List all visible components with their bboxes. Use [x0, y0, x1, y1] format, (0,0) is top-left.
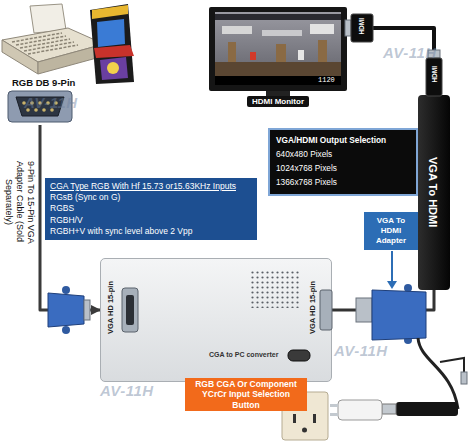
- device-label: CGA to PC converter: [209, 351, 278, 358]
- signal-spec-box: CGA Type RGB With Hf 15.73 or15.63KHz In…: [45, 178, 257, 240]
- arcade-side-art: [100, 57, 128, 80]
- hdmi-plug: [426, 58, 442, 96]
- output-spec-box: VGA/HDMI Output Selection640x480 Pixels1…: [268, 128, 418, 196]
- spec-heading: VGA/HDMI Output Selection: [276, 133, 410, 147]
- game-graphics: [215, 62, 341, 76]
- hdmi-monitor: HDMI Monitor: [205, 6, 351, 110]
- plug-label: HDMI: [358, 18, 365, 35]
- vga-port: [122, 288, 138, 332]
- vga-port: [320, 290, 332, 330]
- game-hud: [215, 76, 341, 85]
- adapter-prong: [330, 404, 338, 407]
- thumb-screw: [62, 286, 70, 294]
- outlet-socket: [293, 414, 296, 423]
- outlet-socket: [302, 428, 307, 433]
- vga-hdmi-dongle: VGA To HDMI: [418, 95, 450, 290]
- game-graphics: [262, 30, 302, 36]
- watermark: AV-11H: [24, 94, 78, 111]
- adapter-callout: VGA To HDMI Adapter: [364, 212, 418, 250]
- thumb-screw: [62, 326, 70, 334]
- usb-plug: [396, 402, 458, 416]
- selection-button: [288, 350, 310, 361]
- game-graphics: [215, 14, 341, 20]
- dongle-label: VGA To HDMI: [427, 157, 439, 227]
- watermark: AV-11H: [334, 342, 388, 359]
- arcade-marquee: [92, 5, 128, 19]
- monitor-screen: [215, 12, 341, 85]
- game-graphics: [276, 44, 286, 62]
- spec-item: RGBH/V: [50, 215, 252, 226]
- arcade-controls: [94, 45, 134, 58]
- leader-line: [391, 251, 393, 282]
- button-callout: RGB CGA Or Component YCrCr Input Selecti…: [185, 378, 307, 411]
- adapter-prong: [330, 413, 338, 416]
- watermark: AV-11H: [383, 44, 437, 61]
- vga-port: [126, 295, 134, 325]
- usb-power-adapter: [338, 400, 382, 420]
- monitor-label: HDMI Monitor: [247, 96, 309, 107]
- plug-label: HDMI: [431, 66, 438, 83]
- connector-label: RGB DB 9-Pin: [12, 77, 75, 88]
- hdmi-plug: [351, 14, 373, 42]
- spec-heading: CGA Type RGB With Hf 15.73 or15.63KHz In…: [50, 181, 252, 192]
- audio-jack: [461, 372, 467, 384]
- power-cable: [418, 338, 458, 409]
- callout-text: VGA To HDMI Adapter: [367, 216, 415, 246]
- edge-label: 9-Pin To 15-Pin VGA Adapter Cable (Sold …: [3, 150, 36, 254]
- vga-plug: [48, 293, 84, 327]
- vga-plug-shell: [356, 298, 372, 322]
- game-score: 1120: [318, 76, 335, 84]
- spec-item: 1366x768 Pixels: [276, 175, 410, 189]
- spec-item: RGBH+V with sync level above 2 Vpp: [50, 226, 252, 237]
- callout-text: RGB CGA Or Component YCrCr Input Selecti…: [189, 379, 303, 411]
- spec-item: 1024x768 Pixels: [276, 161, 410, 175]
- game-graphics: [228, 42, 236, 62]
- game-graphics: [222, 26, 252, 34]
- arcade-cabinet: [90, 4, 134, 84]
- game-graphics: [310, 24, 334, 34]
- game-graphics: [318, 40, 327, 62]
- hdmi-plug-tip: [345, 20, 351, 36]
- watermark: AV-11H: [100, 382, 154, 399]
- game-graphics: [298, 50, 304, 60]
- port-label: VGA HD 15-pin: [106, 281, 115, 334]
- arcade-side-art: [107, 62, 119, 74]
- vga-plug: [372, 290, 426, 340]
- vga-plug-shell: [84, 300, 90, 320]
- computer-monitor: [30, 4, 66, 33]
- keyboard-keys: [12, 33, 78, 54]
- leader-arrowhead: [387, 281, 397, 289]
- spec-item: RGsB (Sync on G): [50, 192, 252, 203]
- spec-item: RGBS: [50, 203, 252, 214]
- arcade-screen: [97, 19, 125, 47]
- speaker-grille: [250, 270, 300, 308]
- monitor-frame: [209, 7, 347, 91]
- outlet-socket: [313, 414, 316, 423]
- spec-item: 640x480 Pixels: [276, 147, 410, 161]
- game-graphics: [250, 52, 256, 60]
- usb-plug-tip: [382, 404, 396, 414]
- computer-front: [2, 40, 38, 74]
- port-label: VGA HD 15-pin: [308, 281, 317, 334]
- audio-cable: [440, 358, 464, 372]
